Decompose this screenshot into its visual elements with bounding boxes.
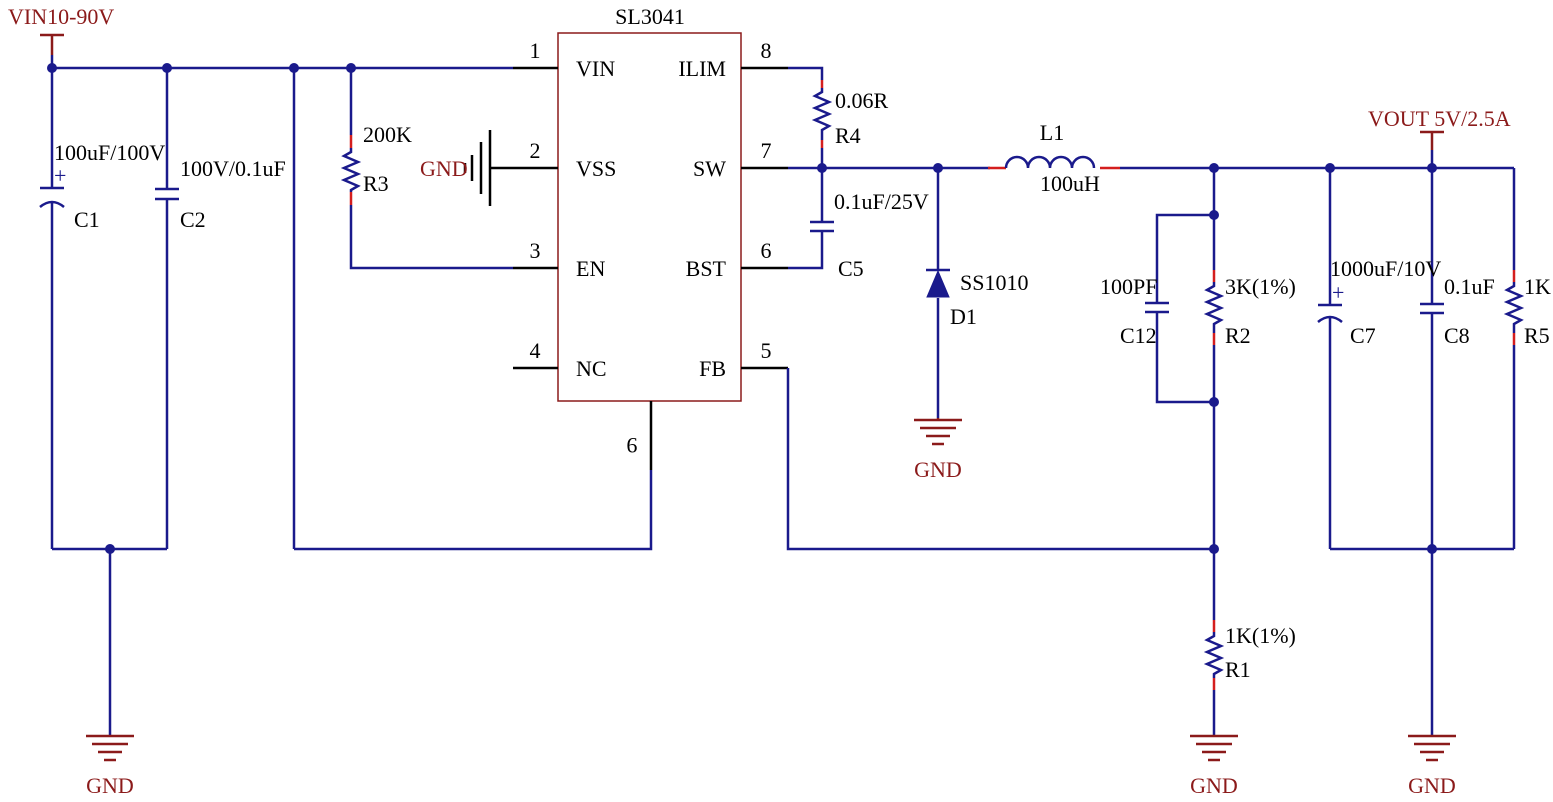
pin-label-bst: BST [686,256,727,281]
ic-body [557,32,742,402]
r1-value: 1K(1%) [1225,623,1296,648]
d1-diode-symbol [926,268,950,298]
vss-ground-icon [463,130,513,206]
pin-number-5: 5 [761,338,772,363]
vout-label: VOUT 5V/2.5A [1368,106,1511,131]
r3-ref: R3 [363,171,389,196]
junction-dots [47,63,1437,554]
ic-pin-leads [513,66,788,470]
pin-number-9: 9 [627,433,638,458]
d1-value: SS1010 [960,270,1028,295]
c1-capacitor-symbol: + [39,163,66,212]
c1-value: 100uF/100V [54,140,165,165]
c2-ref: C2 [180,207,206,232]
c5-ref: C5 [838,256,864,281]
pin-label-en: EN [576,256,605,281]
pin-label-nc: NC [576,356,607,381]
vin-label: VIN10-90V [8,4,114,29]
c12-ref: C12 [1120,323,1157,348]
c1-ref: C1 [74,207,100,232]
c8-ref: C8 [1444,323,1470,348]
svg-text:+: + [1332,280,1344,305]
r5-ref: R5 [1524,323,1550,348]
c2-capacitor-symbol [155,178,179,212]
d1-ref: D1 [950,304,977,329]
pin-label-vss: VSS [576,156,616,181]
feedback-gnd-label: GND [1190,773,1238,798]
r4-value: 0.06R [835,88,889,113]
pin-number-2: 2 [530,138,541,163]
output-gnd-label: GND [1408,773,1456,798]
c7-ref: C7 [1350,323,1376,348]
c12-capacitor-symbol [1145,296,1169,319]
c7-value: 1000uF/10V [1330,256,1441,281]
svg-text:+: + [54,163,66,188]
pin-label-sw: SW [693,156,726,181]
pin-number-8: 8 [761,38,772,63]
feedback-wires [786,168,1216,735]
output-wires [1328,150,1516,735]
l1-ref: L1 [1040,120,1064,145]
pin-number-1: 1 [530,38,541,63]
c2-value: 100V/0.1uF [180,156,286,181]
l1-value: 100uH [1040,171,1100,196]
diode-ground-icon [914,418,962,446]
r1-resistor-symbol [1203,632,1225,678]
pin-number-6: 6 [761,238,772,263]
c7-capacitor-symbol: + [1317,280,1344,325]
r4-ref: R4 [835,123,861,148]
ic-name: SL3041 [615,4,685,29]
c8-value: 0.1uF [1444,274,1495,299]
c12-value: 100PF [1100,274,1157,299]
r1-ref: R1 [1225,657,1251,682]
c5-value: 0.1uF/25V [834,189,929,214]
input-wires [50,55,653,735]
input-gnd-label: GND [86,773,134,798]
r3-resistor-symbol [340,148,362,192]
r5-resistor-symbol [1503,282,1525,333]
pin-number-7: 7 [761,138,772,163]
pin-label-fb: FB [699,356,726,381]
r3-value: 200K [363,122,412,147]
vss-gnd-label: GND [420,156,468,181]
l1-inductor-symbol [1004,155,1096,169]
r4-resistor-symbol [811,88,833,140]
feedback-ground-icon [1190,734,1238,762]
input-ground-icon [86,734,134,762]
pin-number-3: 3 [530,238,541,263]
r2-ref: R2 [1225,323,1251,348]
pin-label-ilim: ILIM [678,56,726,81]
pin-label-vin: VIN [576,56,615,81]
c8-capacitor-symbol [1420,298,1444,320]
r2-value: 3K(1%) [1225,274,1296,299]
output-ground-icon [1408,734,1456,762]
c5-capacitor-symbol [810,210,834,242]
diode-gnd-label: GND [914,457,962,482]
pin-number-4: 4 [530,338,541,363]
r2-resistor-symbol [1203,282,1225,333]
r5-value: 1K [1524,274,1551,299]
